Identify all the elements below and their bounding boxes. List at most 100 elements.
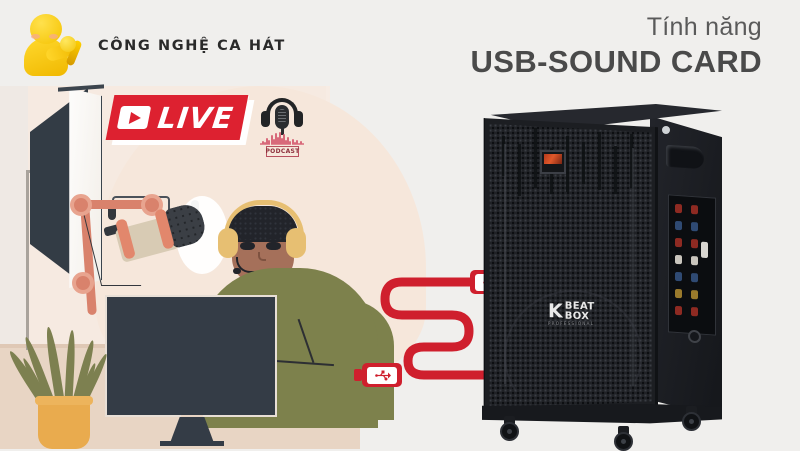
headphone-earcup-right xyxy=(286,228,306,258)
grille-vent xyxy=(582,142,585,184)
grille-vent xyxy=(614,146,617,194)
amplifier-knob[interactable] xyxy=(675,271,682,282)
podcast-label: PODCAST xyxy=(265,146,300,157)
microphone-boom-arm-icon xyxy=(76,200,154,209)
waveform-bar xyxy=(276,137,279,145)
amplifier-knob[interactable] xyxy=(675,220,682,231)
waveform-bar xyxy=(268,140,271,145)
brand-logo: CÔNG NGHỆ CA HÁT xyxy=(16,8,284,78)
caster-mount-2 xyxy=(618,426,629,435)
waveform-bar xyxy=(264,142,267,145)
title-line-1: Tính năng xyxy=(646,13,762,41)
grille-vent xyxy=(598,132,601,190)
logo-subtitle: PROFESSIONAL xyxy=(548,321,595,326)
waveform-bar xyxy=(289,141,292,145)
waveform-bar xyxy=(272,139,275,145)
amplifier-knob[interactable] xyxy=(691,238,698,249)
amplifier-knob[interactable] xyxy=(675,237,682,248)
singer-mascot-icon xyxy=(16,10,88,78)
boom-clip-left xyxy=(108,200,116,220)
caster-mount-1 xyxy=(504,416,515,425)
podcast-earcup-right xyxy=(294,111,303,127)
live-badge: LIVE xyxy=(105,95,249,140)
plant-pot xyxy=(38,398,90,449)
waveform-bar xyxy=(285,140,288,145)
mascot-head xyxy=(30,14,62,44)
usb-cable-path xyxy=(380,277,507,380)
grille-vent xyxy=(518,144,521,196)
amplifier-knob[interactable] xyxy=(691,221,698,232)
waveform-bar xyxy=(266,138,269,145)
plant-pot-rim xyxy=(35,396,93,405)
mascot-hand xyxy=(60,36,76,52)
wall-left-strip xyxy=(0,86,28,346)
kbeat-box-speaker: K BEAT BOX PROFESSIONAL xyxy=(482,104,722,451)
led-display-icon xyxy=(540,150,566,174)
amplifier-knob[interactable] xyxy=(691,289,698,300)
podcast-mic-stem xyxy=(280,128,284,135)
waveform-bar xyxy=(260,143,262,145)
computer-monitor-icon xyxy=(105,295,277,417)
speaker-indicator-dot xyxy=(662,126,670,134)
amplifier-knob[interactable] xyxy=(675,305,682,316)
headphone-earcup-left xyxy=(218,228,238,258)
amplifier-knob[interactable] xyxy=(691,272,698,283)
live-badge-label: LIVE xyxy=(155,100,236,135)
mascot-blush-left xyxy=(31,34,40,39)
podcast-earcup-left xyxy=(261,111,270,127)
amplifier-switch[interactable] xyxy=(701,241,708,259)
waveform-bar xyxy=(293,142,296,145)
podcast-mic-capsule xyxy=(275,105,289,129)
waveform-bar xyxy=(291,139,294,145)
usb-connector-face xyxy=(367,366,397,384)
caster-wheel-icon xyxy=(500,422,519,441)
grille-vent xyxy=(502,136,505,176)
grille-vent xyxy=(630,134,633,188)
waveform-bar xyxy=(297,143,300,145)
caster-wheel-icon xyxy=(682,412,701,431)
podcast-headband xyxy=(266,98,298,118)
amplifier-knob[interactable] xyxy=(691,204,698,215)
title-line-2: USB-SOUND CARD xyxy=(470,43,762,79)
page-title: Tính năng USB-SOUND CARD xyxy=(470,13,763,80)
logo-wordmark: BEAT BOX xyxy=(565,301,595,323)
waveform-bar xyxy=(270,135,273,145)
logo-letter-k: K xyxy=(548,299,563,323)
monitor-base xyxy=(160,441,224,446)
amplifier-knob[interactable] xyxy=(675,254,682,265)
boom-joint-3 xyxy=(72,272,94,294)
waveform-bar xyxy=(278,132,281,145)
grille-vent xyxy=(534,128,537,188)
play-triangle-icon xyxy=(116,106,152,129)
speaker-base xyxy=(482,404,722,424)
waveform-bar xyxy=(299,141,302,145)
person-eye-left xyxy=(240,242,255,250)
waveform-bar xyxy=(281,138,283,145)
caster-mount-3 xyxy=(686,406,697,415)
softbox-stand xyxy=(26,170,29,350)
amplifier-knob[interactable] xyxy=(691,306,698,317)
headset-mic-tip xyxy=(233,268,241,274)
carry-handle-icon xyxy=(666,144,704,170)
podcast-waveform xyxy=(260,132,304,145)
boom-joint-1 xyxy=(70,194,92,216)
usb-trident-symbol xyxy=(374,370,391,380)
amplifier-control-panel-icon xyxy=(668,194,716,336)
grille-vent xyxy=(566,136,569,192)
amplifier-knob[interactable] xyxy=(675,288,682,299)
waveform-bar xyxy=(274,133,277,145)
podcast-microphone-headphones-icon: PODCAST xyxy=(258,98,306,158)
amplifier-knob[interactable] xyxy=(691,255,698,266)
person-eye-right xyxy=(266,242,281,250)
person-brow-right xyxy=(266,236,280,239)
person-brow-left xyxy=(240,236,254,239)
amplifier-knob[interactable] xyxy=(675,203,682,214)
usb-connector-icon xyxy=(362,363,402,387)
waveform-bar xyxy=(262,141,265,145)
waveform-bar xyxy=(295,140,298,145)
mascot-blush-right xyxy=(49,34,58,39)
caster-wheel-icon xyxy=(614,432,633,451)
speaker-input-jack xyxy=(688,329,701,344)
waveform-bar xyxy=(283,134,286,145)
